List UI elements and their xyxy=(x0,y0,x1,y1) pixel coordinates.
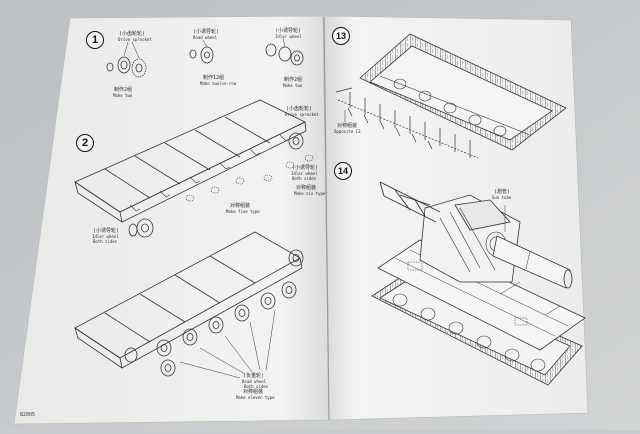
step2-callout-5-en: Make six type xyxy=(294,191,326,196)
step3-callout-en: Road wheel xyxy=(242,379,267,384)
step2-callout-5-zh: 对称组装 xyxy=(296,185,317,191)
step-number-2: 2 xyxy=(76,134,94,152)
step14-vehicle-drawing xyxy=(371,181,586,386)
step2-callout-2-en: Idler wheel xyxy=(291,171,318,176)
step2-callout-1-en: Drive sprocket xyxy=(285,112,319,117)
step2-callout-3-en: Make five type xyxy=(226,209,260,214)
step1-roadwheel-make-zh: 制作12组 xyxy=(203,75,225,81)
step3-callout-make-zh: 对称组装 xyxy=(243,389,264,395)
step1-sprocket-zh: (小齿轮轮) xyxy=(119,31,146,37)
step3-callout-make-en: Make eleven type xyxy=(236,395,275,400)
step2-callout-4-zh: (小诱导轮) xyxy=(93,228,120,234)
step1-sprocket-make-en: Make two xyxy=(113,93,133,98)
step3-callout-note: Both sides xyxy=(244,384,269,389)
step-number-13: 13 xyxy=(332,27,350,45)
step13-label-zh: 对称组装 xyxy=(337,123,358,129)
step1-drawing xyxy=(106,37,304,78)
step2-callout-1-zh: (小齿轮轮) xyxy=(286,106,313,112)
step13-label-en: Opposite C3 xyxy=(334,129,361,134)
step-number-14: 14 xyxy=(334,162,352,180)
step1-sprocket-en: Drive sprocket xyxy=(118,37,152,42)
step2-hull-drawing xyxy=(74,99,314,238)
step13-track-drawing xyxy=(335,33,567,159)
page-number: 82005 xyxy=(20,412,36,418)
step14-label-en: Gun tube xyxy=(492,195,512,200)
step1-roadwheel-make-en: Make twelve-row xyxy=(200,81,237,86)
step1-roadwheel-zh: (小诱导轮) xyxy=(193,29,220,35)
step1-idler-zh: (小诱导轮) xyxy=(275,28,302,34)
step1-idler-en: Idler wheel xyxy=(275,34,302,39)
step2-callout-3-zh: 对称组装 xyxy=(230,203,251,209)
page-gutter xyxy=(323,16,330,421)
step-number-1: 1 xyxy=(86,31,104,49)
step3-callout-zh: (负重轮) xyxy=(243,373,265,379)
step2-callout-2-note: Both sides xyxy=(292,176,317,181)
step1-roadwheel-en: Road wheel xyxy=(193,35,218,40)
step2-callout-4-en: Idler wheel xyxy=(92,234,119,239)
step14-label-zh: (炮管) xyxy=(494,189,511,195)
step1-sprocket-make-zh: 制作2组 xyxy=(114,87,133,93)
step1-idler-make-en: Make two xyxy=(283,83,303,88)
step1-idler-make-zh: 制作2组 xyxy=(284,77,303,83)
step2-callout-4-note: Both sides xyxy=(93,239,118,244)
step3-hull-drawing xyxy=(74,231,304,379)
step2-callout-2-zh: (小诱导轮) xyxy=(292,165,319,171)
